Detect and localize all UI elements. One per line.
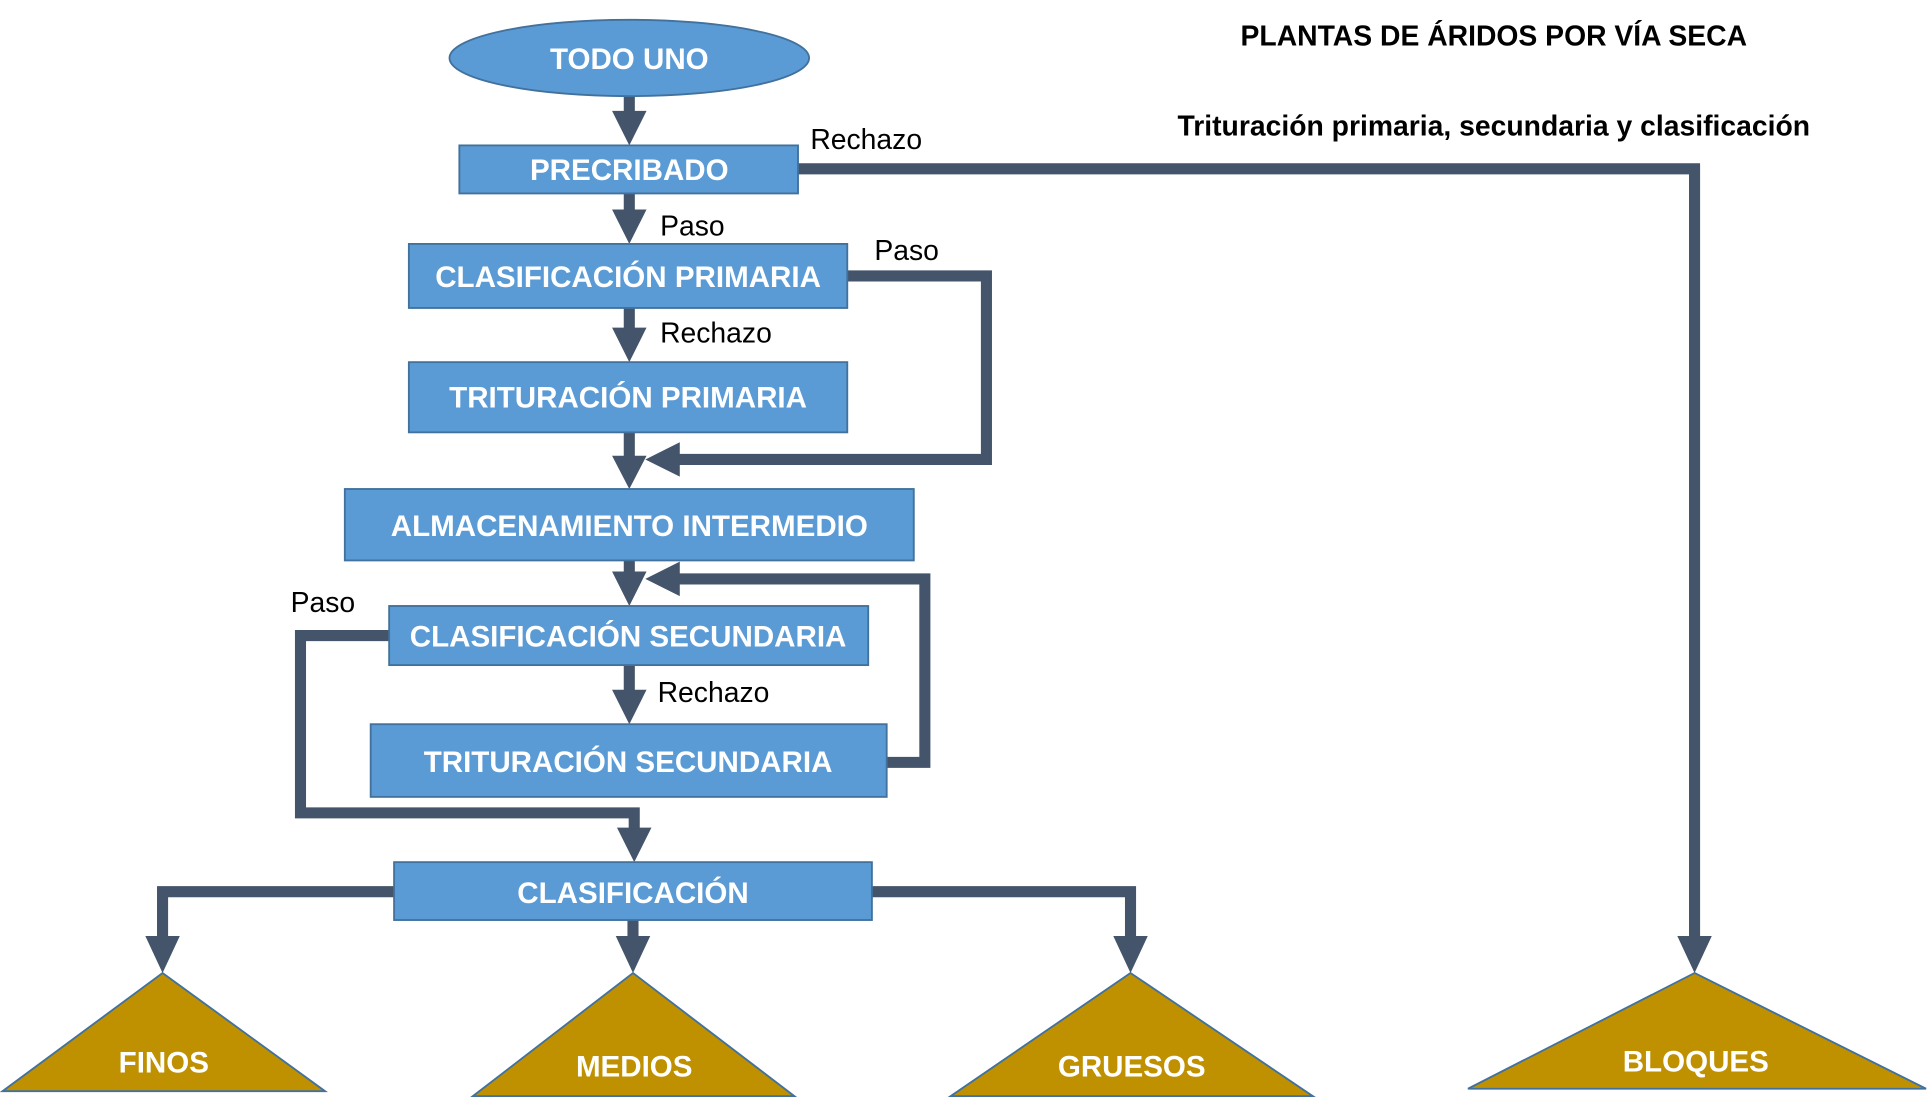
node-almacenamiento-intermedio: ALMACENAMIENTO INTERMEDIO [343,488,915,562]
arrowhead [616,827,652,863]
node-clasificacion-primaria: CLASIFICACIÓN PRIMARIA [407,243,849,309]
pile-label: MEDIOS [576,1050,693,1083]
diagram-title: PLANTAS DE ÁRIDOS POR VÍA SECA [1241,21,1748,53]
process-box [369,723,888,798]
pile-bloques: BLOQUES [1467,971,1927,1090]
pile-triangle [0,971,328,1093]
node-todo-uno: TODO UNO [448,18,811,98]
node-label: CLASIFICACIÓN SECUNDARIA [410,620,847,654]
node-label: TRITURACIÓN SECUNDARIA [424,745,833,779]
node-clasificacion: CLASIFICACIÓN [393,861,873,921]
node-label: TRITURACIÓN PRIMARIA [449,381,807,415]
connector-classecundaria-bypass [294,630,640,832]
pile-finos: FINOS [0,971,328,1093]
arrowhead [645,561,680,597]
node-label: CLASIFICACIÓN [517,876,748,910]
process-box [407,361,849,434]
process-box [388,605,870,667]
node-trituracion-primaria: TRITURACIÓN PRIMARIA [407,361,849,434]
edge-label-precribado-rechazo: Rechazo [810,124,922,156]
diagram-subtitle: Trituración primaria, secundaria y clasi… [1178,111,1811,143]
node-label: CLASIFICACIÓN PRIMARIA [435,260,821,294]
arrowhead [1677,936,1712,973]
node-label: ALMACENAMIENTO INTERMEDIO [391,510,868,543]
process-box [407,243,849,309]
connector-clasprimaria-bypass [677,270,992,465]
process-box [458,144,799,195]
process-box [343,488,915,562]
connectors [145,94,1712,973]
node-precribado: PRECRIBADO [458,144,799,195]
arrowhead [612,209,647,244]
pile-triangle [947,971,1316,1098]
arrowhead [615,936,651,973]
node-trituracion-secundaria: TRITURACIÓN SECUNDARIA [369,723,888,798]
connector-precribado-bloques [798,163,1701,939]
connector-tritsecundaria-recirculation [677,573,931,768]
connector-clasificacion-finos [157,886,395,939]
arrowhead [612,689,647,725]
arrowhead [612,110,647,146]
arrowhead [612,327,647,363]
start-ellipse [448,18,811,98]
pile-triangle [470,971,798,1098]
pile-triangle [1467,971,1927,1090]
process-box [393,861,873,921]
edge-label-secundaria-rechazo: Rechazo [658,677,770,709]
pile-label: GRUESOS [1058,1050,1206,1083]
node-label: TODO UNO [550,43,709,76]
edge-label-primaria-paso: Paso [874,235,939,267]
edge-label-primaria-rechazo: Rechazo [660,317,772,349]
arrowhead [612,571,647,606]
pile-label: BLOQUES [1623,1046,1769,1079]
node-label: PRECRIBADO [530,154,729,187]
pile-label: FINOS [119,1047,209,1080]
arrowhead [145,936,180,973]
edge-label-secundaria-paso: Paso [291,587,356,619]
arrowhead [645,442,680,477]
edge-label-precribado-paso: Paso [660,210,725,242]
connector-clasificacion-gruesos [871,886,1137,939]
pile-medios: MEDIOS [470,971,798,1098]
pile-gruesos: GRUESOS [947,971,1316,1098]
arrowhead [1113,936,1148,973]
arrowhead [612,455,647,489]
node-clasificacion-secundaria: CLASIFICACIÓN SECUNDARIA [388,605,870,667]
